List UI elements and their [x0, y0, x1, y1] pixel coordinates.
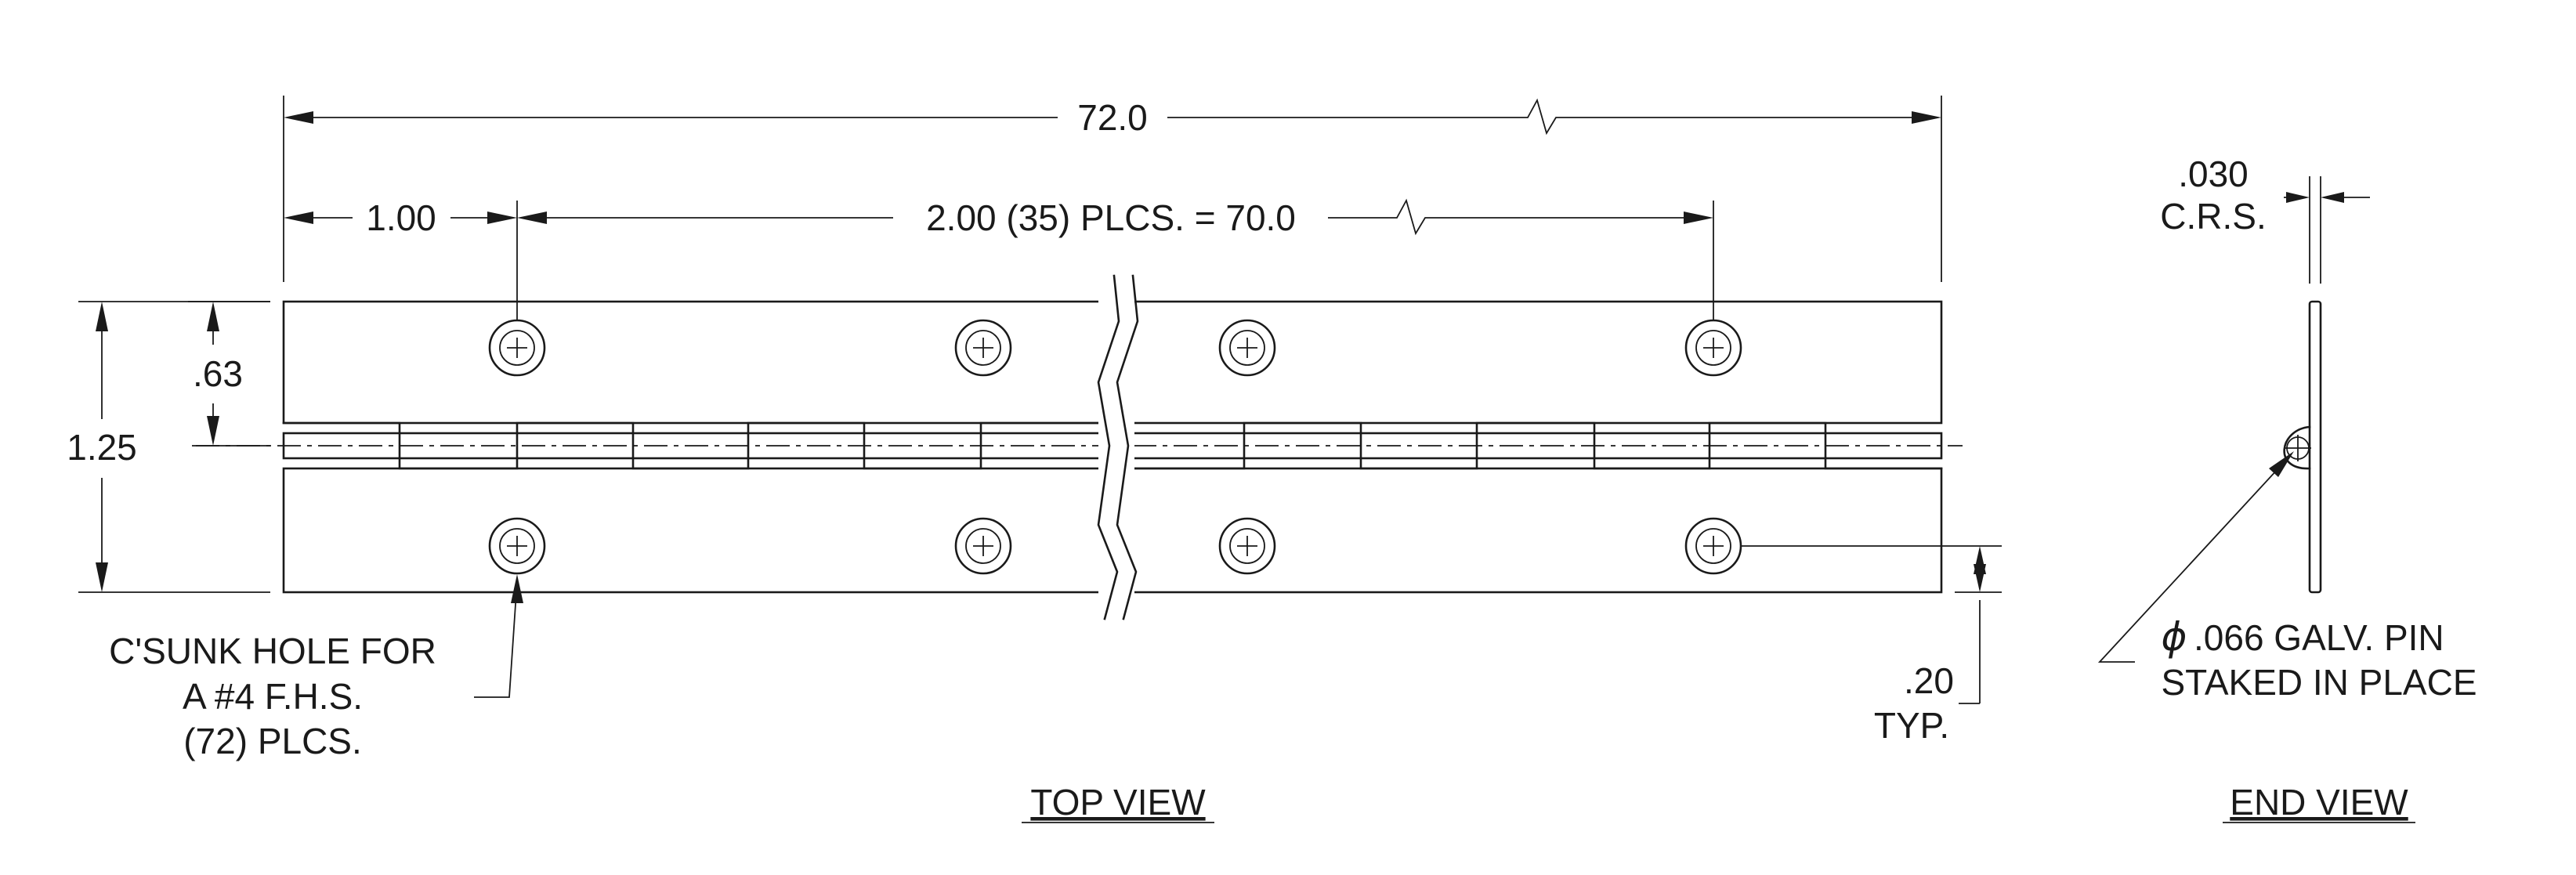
thickness-material: C.R.S.	[2160, 196, 2266, 237]
hole-note-line1: C'SUNK HOLE FOR	[109, 631, 436, 671]
pin-note-line2: STAKED IN PLACE	[2161, 662, 2477, 703]
thickness-value: .030	[2178, 154, 2249, 194]
edge-offset-note: TYP.	[1874, 705, 1949, 746]
hole-spacing-label: 2.00 (35) PLCS. = 70.0	[926, 197, 1296, 238]
pin-note-line1: .066 GALV. PIN	[2194, 617, 2444, 658]
hole-callout: C'SUNK HOLE FOR A #4 F.H.S. (72) PLCS.	[109, 574, 523, 761]
edge-offset-value: .20	[1904, 660, 1954, 701]
dimension-leaf-to-pin: .63	[188, 301, 270, 447]
top-view-title: TOP VIEW	[1030, 782, 1206, 823]
dimension-overall-length: 72.0	[283, 96, 1942, 282]
break-line-left	[1097, 274, 1120, 620]
open-width-label: 1.25	[67, 427, 137, 468]
csk-hole	[1218, 319, 1276, 377]
csk-hole	[1218, 517, 1276, 575]
dimension-edge-offset: .20 TYP.	[1741, 545, 2002, 746]
end-view-leaf	[2308, 300, 2322, 594]
end-view-knuckle	[2283, 425, 2311, 470]
pin-callout: ϕ .066 GALV. PIN STAKED IN PLACE	[2097, 451, 2477, 703]
end-offset-label: 1.00	[366, 197, 436, 238]
dimension-open-width: 1.25	[67, 301, 270, 593]
dimension-end-offset: 1.00	[284, 197, 518, 321]
csk-hole	[1684, 319, 1742, 377]
pin-diameter-icon: ϕ	[2162, 614, 2187, 660]
leaf-to-pin-label: .63	[193, 353, 243, 394]
dimension-thickness: .030 C.R.S.	[2160, 154, 2370, 284]
csk-hole	[1684, 517, 1742, 575]
top-view-hinge	[196, 274, 1963, 620]
csk-hole	[954, 517, 1012, 575]
break-line-right	[1116, 274, 1139, 620]
csk-hole	[488, 319, 546, 377]
hole-note-line2: A #4 F.H.S.	[183, 676, 363, 717]
hole-note-line3: (72) PLCS.	[183, 721, 362, 761]
dimension-hole-spacing: 2.00 (35) PLCS. = 70.0	[517, 197, 1714, 321]
csk-hole	[954, 319, 1012, 377]
overall-length-label: 72.0	[1077, 97, 1148, 138]
end-view-hinge	[2283, 300, 2322, 594]
csk-hole	[488, 517, 546, 575]
end-view-title: END VIEW	[2230, 782, 2408, 823]
